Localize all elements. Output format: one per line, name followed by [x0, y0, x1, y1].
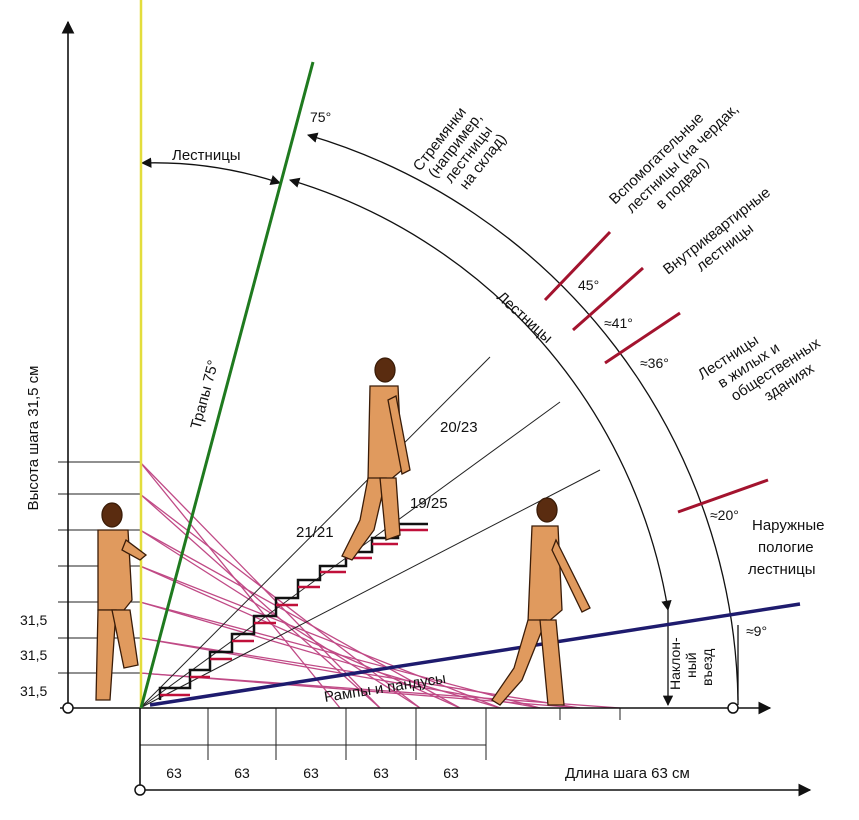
hatch-line	[139, 565, 501, 709]
x-axis-title: Длина шага 63 см	[565, 765, 690, 782]
slope-markers	[543, 230, 769, 514]
hatch-line	[139, 493, 381, 709]
x-tick-label: 63	[373, 765, 389, 781]
y-tick-label: 31,5	[20, 683, 47, 699]
svg-text:Наклон-: Наклон-	[667, 637, 683, 690]
y-tick-label: 31,5	[20, 647, 47, 663]
residential-label: Лестницы в жилых и общественных зданиях	[695, 332, 824, 405]
x-tick-label: 63	[303, 765, 319, 781]
ratio-label-19-25: 19/25	[410, 495, 448, 512]
y-tick-label: 31,5	[20, 612, 47, 628]
inner-arc	[289, 177, 672, 612]
hatch-line	[139, 529, 461, 709]
marker-20	[677, 478, 769, 514]
x-tick-label: 63	[443, 765, 459, 781]
stepladders-label: Стремянки (например, лестницы на склад)	[410, 104, 510, 193]
person-figure-middle	[341, 357, 411, 561]
marker-45	[543, 230, 612, 302]
angle-9: ≈9°	[746, 623, 767, 639]
svg-text:лестницы (на чердак,: лестницы (на чердак,	[623, 101, 742, 217]
angle-arcs	[140, 132, 739, 707]
person-figure-left	[95, 502, 148, 701]
hatch-line	[139, 493, 421, 709]
x-tick-label: 63	[166, 765, 182, 781]
axes	[60, 20, 812, 797]
ladders-vertical-label: Лестницы	[172, 147, 241, 164]
hatch-line	[139, 672, 621, 709]
hatch-line	[139, 637, 541, 709]
angle-41: ≈41°	[604, 315, 633, 331]
marker-36	[604, 311, 681, 365]
ratio-label-21-21: 21/21	[296, 524, 334, 541]
y-axis-title: Высота шага 31,5 см	[25, 366, 42, 511]
ratio-label-20-23: 20/23	[440, 419, 478, 436]
person-figure-right	[491, 497, 591, 706]
hatch-lines	[139, 461, 621, 709]
svg-text:ный: ный	[683, 652, 699, 678]
ladder-75-line	[139, 61, 315, 709]
outdoor-label: Наружные	[752, 517, 824, 534]
outdoor-label: пологие	[758, 539, 814, 556]
angle-45: 45°	[578, 277, 599, 293]
stair-tread-marks	[160, 528, 428, 697]
angle-75: 75°	[310, 109, 331, 125]
angle-36: ≈36°	[640, 355, 669, 371]
ramp-line	[149, 602, 801, 707]
marker-41	[572, 266, 644, 332]
x-tick-label: 63	[234, 765, 250, 781]
inclined-label: Наклон- ный въезд	[667, 637, 715, 690]
outdoor-label: лестницы	[748, 561, 816, 578]
hatch-line	[139, 601, 541, 709]
apartment-label: Внутриквартирные лестницы	[660, 184, 774, 278]
svg-text:въезд: въезд	[699, 649, 715, 686]
top-arc	[140, 157, 281, 186]
angle-20: ≈20°	[710, 507, 739, 523]
staircase	[158, 522, 428, 700]
